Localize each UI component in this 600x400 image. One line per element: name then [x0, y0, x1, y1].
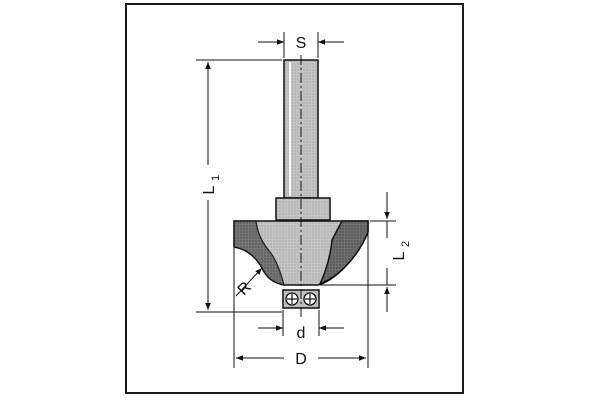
frame-border: [125, 3, 464, 394]
bearing-screw-left: [285, 292, 299, 306]
dim-r-leader: [235, 267, 263, 297]
blade-left: [233, 220, 285, 286]
blade-right: [318, 220, 369, 286]
dim-d-large: [233, 232, 369, 368]
label-l1-sub: 1: [210, 175, 222, 181]
dim-s: [258, 32, 344, 58]
label-d-large: D: [295, 351, 307, 368]
bearing-screw-right: [303, 292, 317, 306]
dim-l1: [196, 59, 282, 313]
label-d-small: d: [297, 325, 306, 342]
label-s: S: [296, 35, 307, 52]
label-l2-sub: 2: [400, 241, 412, 247]
dim-d-small: [258, 310, 344, 336]
label-l2: L: [391, 251, 408, 260]
collar: [275, 197, 331, 221]
label-l1: L: [201, 185, 218, 194]
label-r: R: [235, 279, 255, 299]
